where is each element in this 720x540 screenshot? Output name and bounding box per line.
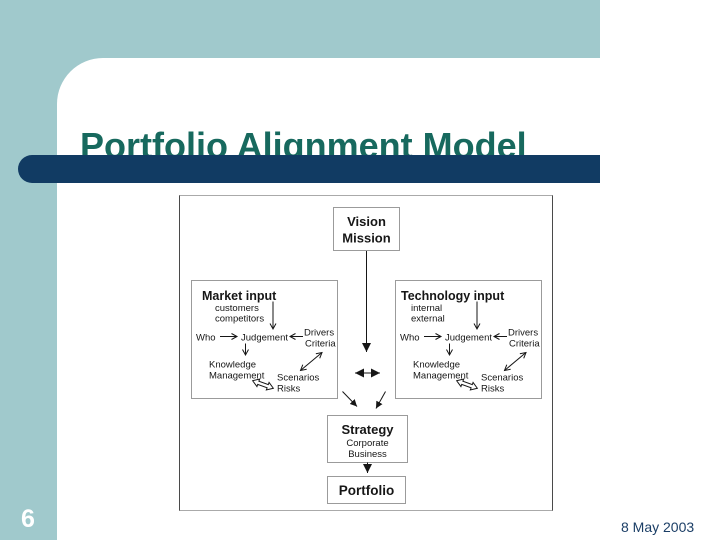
technology-internal-label: internal — [411, 303, 442, 314]
technology-drivers-label: Drivers — [508, 328, 538, 339]
portfolio-alignment-diagram: Vision Mission Market input customers co… — [179, 195, 553, 511]
technology-criteria-scenarios-double-arrow — [503, 351, 527, 372]
mission-label: Mission — [342, 231, 390, 246]
technology-external-label: external — [411, 314, 445, 325]
technology-management-label: Management — [413, 371, 469, 382]
market-box-border — [191, 280, 338, 399]
market-hollow-double-arrow — [251, 378, 275, 391]
market-competitors-label: competitors — [215, 314, 264, 325]
title-underline-bar — [18, 155, 600, 183]
market-input-title: Market input — [202, 289, 277, 303]
left-diagonal-arrow-to-strategy — [342, 391, 358, 407]
portfolio-box-border — [327, 476, 406, 504]
technology-knowledge-label: Knowledge — [413, 360, 460, 371]
page-number: 6 — [21, 505, 35, 533]
strategy-label: Strategy — [341, 422, 394, 437]
right-diagonal-arrow-to-strategy — [375, 391, 386, 409]
market-criteria-scenarios-double-arrow — [299, 351, 323, 372]
background-band-left — [0, 0, 57, 540]
market-management-label: Management — [209, 371, 265, 382]
market-knowledge-label: Knowledge — [209, 360, 256, 371]
portfolio-box: Portfolio — [327, 476, 406, 504]
technology-who-label: Who — [400, 333, 420, 344]
technology-judgement-label: Judgement — [445, 333, 492, 344]
market-scenarios-label: Scenarios — [277, 373, 319, 384]
portfolio-label: Portfolio — [339, 483, 395, 498]
slide-date: 8 May 2003 — [621, 519, 695, 535]
technology-risks-label: Risks — [481, 384, 504, 395]
technology-scenarios-label: Scenarios — [481, 373, 523, 384]
technology-hollow-double-arrow — [455, 378, 479, 391]
technology-input-title: Technology input — [401, 289, 505, 303]
market-customers-label: customers — [215, 303, 259, 314]
strategy-corporate-label: Corporate — [346, 438, 388, 449]
market-drivers-label: Drivers — [304, 328, 334, 339]
market-criteria-label: Criteria — [305, 339, 336, 350]
market-who-label: Who — [196, 333, 216, 344]
strategy-box-border — [327, 415, 408, 463]
technology-box-border — [395, 280, 542, 399]
technology-criteria-label: Criteria — [509, 339, 540, 350]
market-input-box: Market input customers competitors Who J… — [191, 280, 338, 399]
vision-mission-box: Vision Mission — [333, 207, 400, 251]
technology-input-box: Technology input internal external Who J… — [395, 280, 542, 399]
market-risks-label: Risks — [277, 384, 300, 395]
vision-label: Vision — [347, 214, 386, 229]
strategy-business-label: Business — [348, 449, 387, 460]
strategy-box: Strategy Corporate Business — [327, 415, 408, 463]
market-judgement-label: Judgement — [241, 333, 288, 344]
vision-box-border — [333, 207, 400, 251]
